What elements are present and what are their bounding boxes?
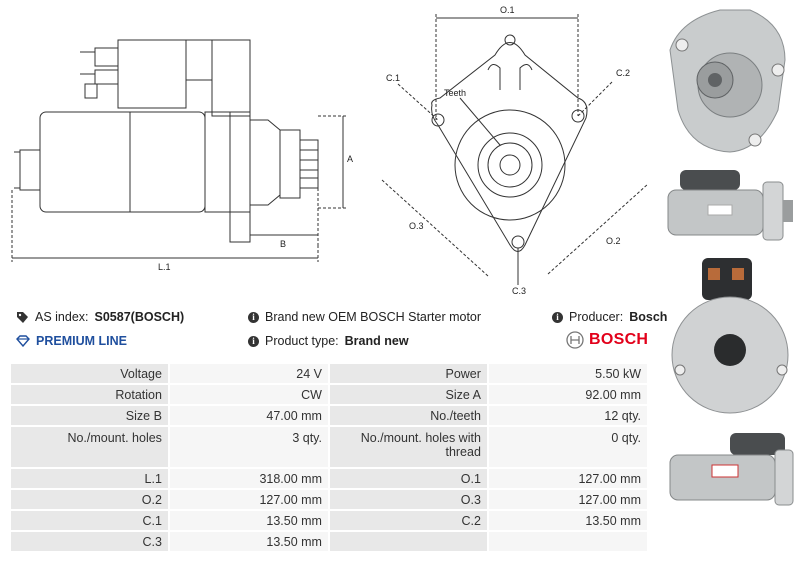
spec-label: O.2 bbox=[11, 490, 168, 509]
table-row: L.1 318.00 mm O.1 127.00 mm bbox=[11, 469, 647, 488]
diamond-icon bbox=[16, 335, 30, 347]
spec-label: C.1 bbox=[11, 511, 168, 530]
spec-label bbox=[329, 532, 487, 551]
spec-label: C.3 bbox=[11, 532, 168, 551]
label-o3: O.3 bbox=[409, 221, 424, 231]
spec-value: 92.00 mm bbox=[488, 385, 647, 404]
spec-label: Size A bbox=[329, 385, 487, 404]
photo-angle-view[interactable] bbox=[660, 425, 800, 515]
table-row: O.2 127.00 mm O.3 127.00 mm bbox=[11, 490, 647, 509]
technical-drawings: O.1 C.1 C.2 Teeth O.3 O.2 C.3 A B L.1 bbox=[11, 5, 649, 296]
label-c2: C.2 bbox=[616, 68, 630, 78]
spec-value bbox=[488, 532, 647, 551]
premium-row: PREMIUM LINE bbox=[16, 334, 127, 348]
spec-label: Rotation bbox=[11, 385, 168, 404]
spec-value: 318.00 mm bbox=[169, 469, 328, 488]
spec-label: Power bbox=[329, 364, 487, 383]
spec-value: 127.00 mm bbox=[169, 490, 328, 509]
producer-row: i Producer: Bosch bbox=[552, 310, 667, 324]
spec-value: 24 V bbox=[169, 364, 328, 383]
spec-label: No./mount. holes with thread bbox=[329, 427, 487, 467]
photo-rear-view[interactable] bbox=[660, 250, 800, 425]
spec-label: Size B bbox=[11, 406, 168, 425]
label-b: B bbox=[280, 239, 286, 249]
front-view-drawing bbox=[381, 14, 649, 285]
description-text: Brand new OEM BOSCH Starter motor bbox=[265, 310, 482, 324]
table-row: No./mount. holes 3 qty. No./mount. holes… bbox=[11, 427, 647, 467]
spec-value: 127.00 mm bbox=[488, 469, 647, 488]
table-row: C.3 13.50 mm bbox=[11, 532, 647, 551]
label-a: A bbox=[347, 154, 353, 164]
spec-value: 3 qty. bbox=[169, 427, 328, 467]
label-o2: O.2 bbox=[606, 236, 621, 246]
spec-value: 13.50 mm bbox=[169, 532, 328, 551]
spec-label: O.3 bbox=[329, 490, 487, 509]
as-index-label: AS index: bbox=[35, 310, 89, 324]
spec-value: 0 qty. bbox=[488, 427, 647, 467]
photo-side-view[interactable] bbox=[660, 160, 800, 250]
spec-label: Voltage bbox=[11, 364, 168, 383]
as-index-row: AS index: S0587(BOSCH) bbox=[16, 310, 184, 324]
as-index-value: S0587(BOSCH) bbox=[94, 310, 185, 324]
table-row: Size B 47.00 mm No./teeth 12 qty. bbox=[11, 406, 647, 425]
premium-line-label: PREMIUM LINE bbox=[36, 334, 127, 348]
info-icon: i bbox=[248, 311, 259, 323]
spec-value: 13.50 mm bbox=[169, 511, 328, 530]
photo-front-view[interactable] bbox=[660, 0, 800, 160]
tag-icon bbox=[16, 311, 29, 324]
spec-value: 127.00 mm bbox=[488, 490, 647, 509]
label-l1: L.1 bbox=[158, 262, 171, 272]
spec-label: No./teeth bbox=[329, 406, 487, 425]
spec-value: 12 qty. bbox=[488, 406, 647, 425]
info-icon: i bbox=[552, 311, 563, 323]
spec-label: L.1 bbox=[11, 469, 168, 488]
specs-table: Voltage 24 V Power 5.50 kW Rotation CW S… bbox=[9, 362, 649, 553]
table-row: Voltage 24 V Power 5.50 kW bbox=[11, 364, 647, 383]
table-row: C.1 13.50 mm C.2 13.50 mm bbox=[11, 511, 647, 530]
label-c3: C.3 bbox=[512, 286, 526, 296]
spec-value: 13.50 mm bbox=[488, 511, 647, 530]
spec-value: CW bbox=[169, 385, 328, 404]
producer-value: Bosch bbox=[629, 310, 668, 324]
spec-value: 5.50 kW bbox=[488, 364, 647, 383]
spec-value: 47.00 mm bbox=[169, 406, 328, 425]
brand-logo-text: BOSCH bbox=[589, 331, 649, 348]
label-c1: C.1 bbox=[386, 73, 400, 83]
brand-logo: BOSCH bbox=[566, 331, 648, 349]
product-type-row: i Product type: Brand new bbox=[248, 334, 409, 348]
table-row: Rotation CW Size A 92.00 mm bbox=[11, 385, 647, 404]
product-type-label: Product type: bbox=[265, 334, 339, 348]
product-info: AS index: S0587(BOSCH) i Brand new OEM B… bbox=[0, 300, 667, 360]
spec-label: O.1 bbox=[329, 469, 487, 488]
label-teeth: Teeth bbox=[444, 88, 466, 98]
side-view-drawing bbox=[11, 39, 348, 262]
info-icon: i bbox=[248, 335, 259, 347]
product-photos bbox=[660, 0, 800, 569]
product-type-value: Brand new bbox=[344, 334, 409, 348]
label-o1: O.1 bbox=[500, 5, 515, 15]
bosch-logo-icon bbox=[566, 331, 584, 349]
spec-label: No./mount. holes bbox=[11, 427, 168, 467]
spec-label: C.2 bbox=[329, 511, 487, 530]
description-row: i Brand new OEM BOSCH Starter motor bbox=[248, 310, 481, 324]
producer-label: Producer: bbox=[569, 310, 624, 324]
